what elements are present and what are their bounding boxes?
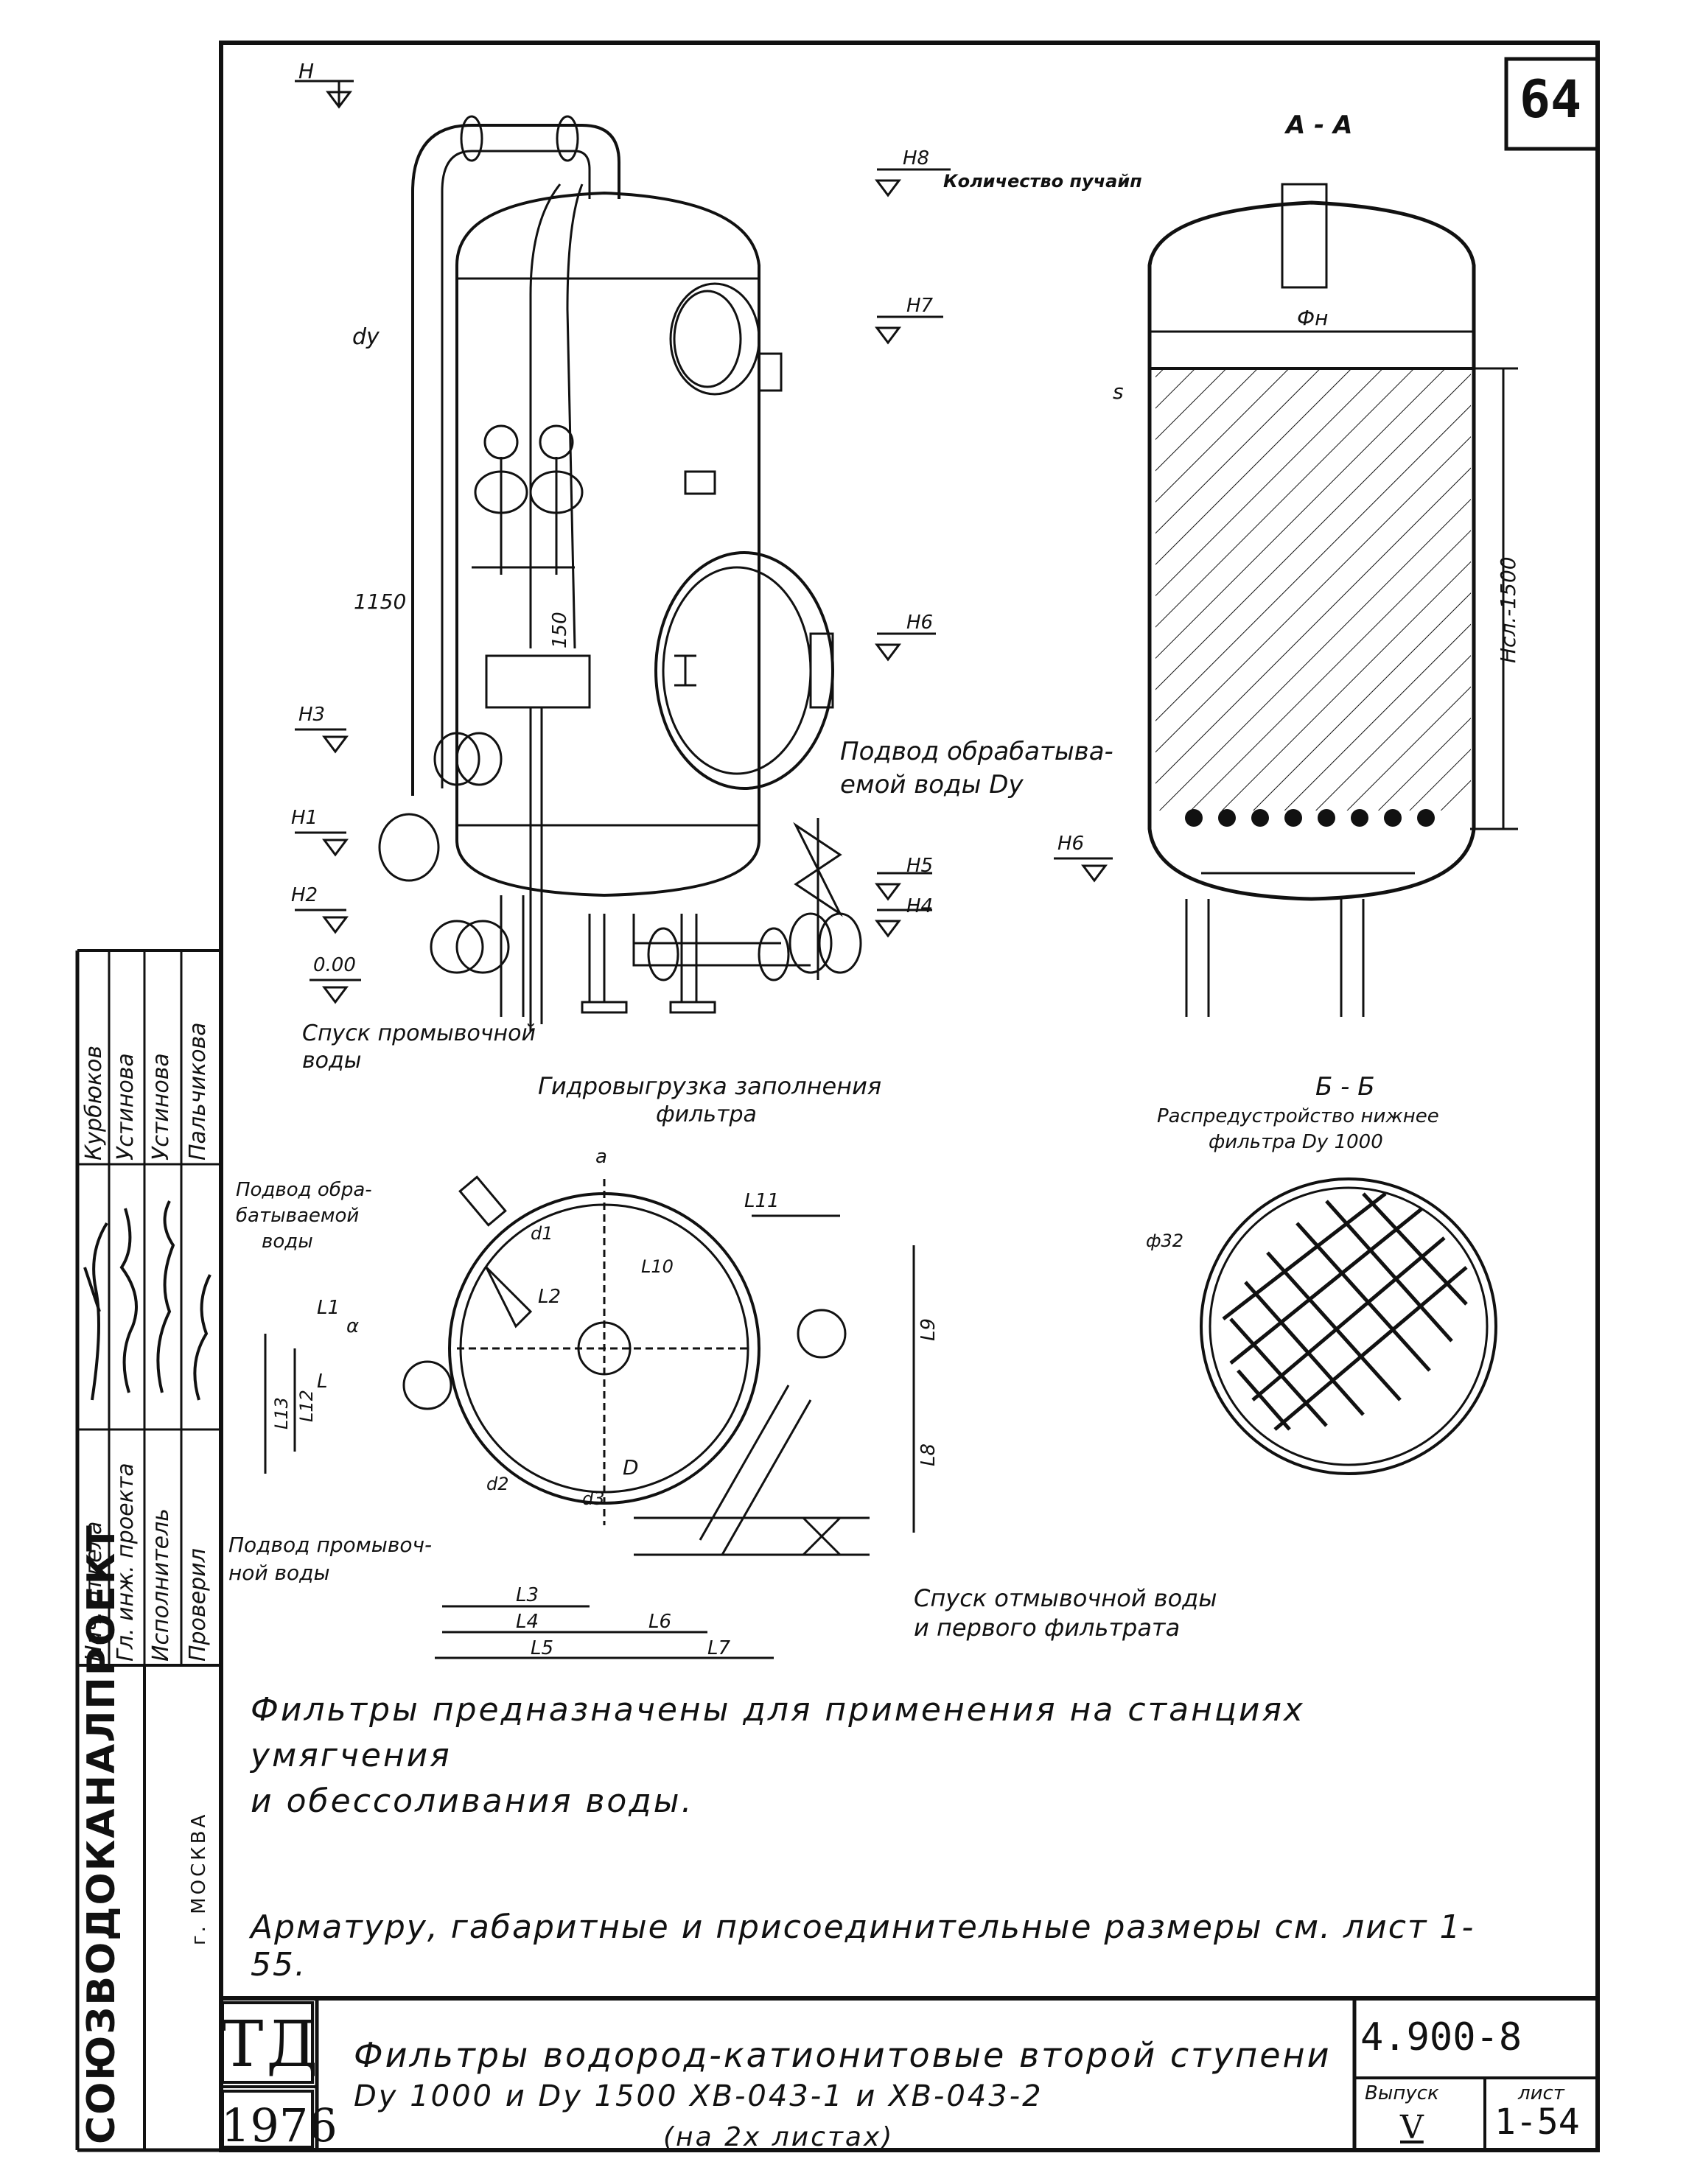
level-h2: H2 — [291, 884, 318, 906]
drain-rinse-1: Спуск отмывочной воды — [914, 1584, 1217, 1612]
dim-l2: L2 — [538, 1286, 562, 1308]
issue-value: V — [1400, 2109, 1424, 2146]
manhole — [654, 551, 834, 790]
hydro-label-2: фильтра — [656, 1102, 757, 1127]
dim-l: L — [317, 1371, 328, 1393]
vessel-shell — [455, 191, 760, 897]
title-line2: Dy 1000 и Dy 1500 ХВ-043-1 и ХВ-043-2 — [354, 2079, 1043, 2113]
quantity-label: Количество пучайп — [943, 171, 1142, 192]
filter-media-hatch — [1155, 368, 1471, 811]
role-head: Нач. отдела — [81, 1521, 107, 1662]
dim-l5: L5 — [531, 1637, 554, 1659]
phi-n-label: Фн — [1297, 306, 1329, 330]
bb-caption-2: фильтра Dy 1000 — [1209, 1131, 1383, 1153]
level-h6-right: H6 — [1057, 833, 1085, 855]
level-h8: H8 — [903, 147, 930, 169]
inlet-treated-plan-3: воды — [262, 1231, 313, 1253]
name-head: Курбюков — [81, 1045, 107, 1161]
role-checker: Проверил — [185, 1548, 211, 1662]
dim-l13: L13 — [271, 1397, 292, 1429]
td-mark: ТД — [221, 2008, 321, 2082]
inlet-treated-label-2: емой воды Dy — [840, 770, 1024, 799]
issue-label: Выпуск — [1365, 2082, 1439, 2104]
dim-a: a — [595, 1146, 607, 1168]
drain-rinse-2: и первого фильтрата — [914, 1614, 1181, 1642]
dim-l1: L1 — [317, 1297, 340, 1319]
title-line3: (на 2х листах) — [663, 2122, 895, 2152]
level-000: 0.00 — [313, 954, 356, 976]
inlet-wash-2: ной воды — [228, 1561, 330, 1585]
title-line1: Фильтры водород-катионитовые второй ступ… — [354, 2035, 1332, 2075]
dim-l8: L8 — [917, 1443, 940, 1466]
name-chief: Устинова — [113, 1053, 139, 1161]
inlet-treated-plan-2: батываемой — [236, 1205, 360, 1227]
section-aa-label: А - А — [1286, 111, 1353, 140]
level-h1: H1 — [291, 807, 318, 829]
dim-l3: L3 — [516, 1584, 539, 1606]
org-city: г. МОСКВА — [188, 1811, 210, 1945]
name-executor: Устинова — [148, 1053, 174, 1161]
dim-alpha: α — [346, 1315, 360, 1337]
note-reference: Арматуру, габаритные и присоединительные… — [251, 1908, 1475, 1984]
section-bb-label: Б - Б — [1315, 1072, 1375, 1102]
dim-d1: d1 — [531, 1223, 553, 1244]
hydro-label-1: Гидровыгрузка заполнения — [538, 1072, 882, 1100]
drain-wash-label-1: Спуск промывочной — [302, 1021, 536, 1046]
sheet-number: 64 — [1519, 69, 1582, 130]
dy-label: dy — [352, 324, 380, 350]
sheet-value: 1-54 — [1494, 2101, 1580, 2143]
dim-1150: 1150 — [354, 589, 407, 614]
s-label: s — [1113, 379, 1124, 404]
note-purpose-line2: и обессоливания воды. — [251, 1782, 694, 1820]
note-purpose-line1: Фильтры предназначены для применения на … — [251, 1691, 1305, 1774]
role-executor: Исполнитель — [148, 1508, 174, 1662]
dim-150: 150 — [549, 612, 571, 648]
level-h: H — [298, 59, 315, 83]
inlet-wash-1: Подвод промывоч- — [228, 1533, 433, 1557]
inlet-treated-label-1: Подвод обрабатыва- — [840, 737, 1113, 766]
bb-caption-1: Распредустройство нижнее — [1157, 1105, 1439, 1127]
dim-d: D — [623, 1455, 639, 1480]
role-chief: Гл. инж. проекта — [113, 1463, 139, 1662]
dim-l7: L7 — [707, 1637, 731, 1659]
note-purpose: Фильтры предназначены для применения на … — [251, 1687, 1503, 1824]
dim-l10: L10 — [641, 1256, 674, 1277]
year: 1976 — [221, 2099, 338, 2152]
level-h7: H7 — [906, 295, 934, 317]
dim-l4: L4 — [516, 1611, 539, 1633]
level-h5: H5 — [906, 855, 934, 877]
dim-l6: L6 — [648, 1611, 672, 1633]
h-layer-label: Hсл.-1500 — [1496, 556, 1520, 663]
name-checker: Пальчикова — [185, 1022, 211, 1161]
level-h6: H6 — [906, 612, 934, 634]
sheet-frame — [219, 41, 1600, 2152]
d-phi32: ф32 — [1146, 1231, 1184, 1251]
dim-l12: L12 — [296, 1390, 317, 1422]
sheet-label: лист — [1518, 2082, 1564, 2104]
level-h4: H4 — [906, 895, 934, 917]
dim-d2: d2 — [486, 1474, 509, 1494]
drain-wash-label-2: воды — [302, 1048, 362, 1074]
inlet-treated-plan-1: Подвод обра- — [236, 1179, 372, 1201]
dim-d3: d3 — [582, 1488, 605, 1509]
dim-l9: L9 — [917, 1317, 940, 1341]
drawing-code: 4.900-8 — [1360, 2015, 1522, 2059]
section-bb-circle — [1200, 1177, 1497, 1475]
signatures — [83, 1200, 211, 1401]
level-h3: H3 — [298, 704, 326, 726]
dim-l11: L11 — [744, 1190, 780, 1212]
